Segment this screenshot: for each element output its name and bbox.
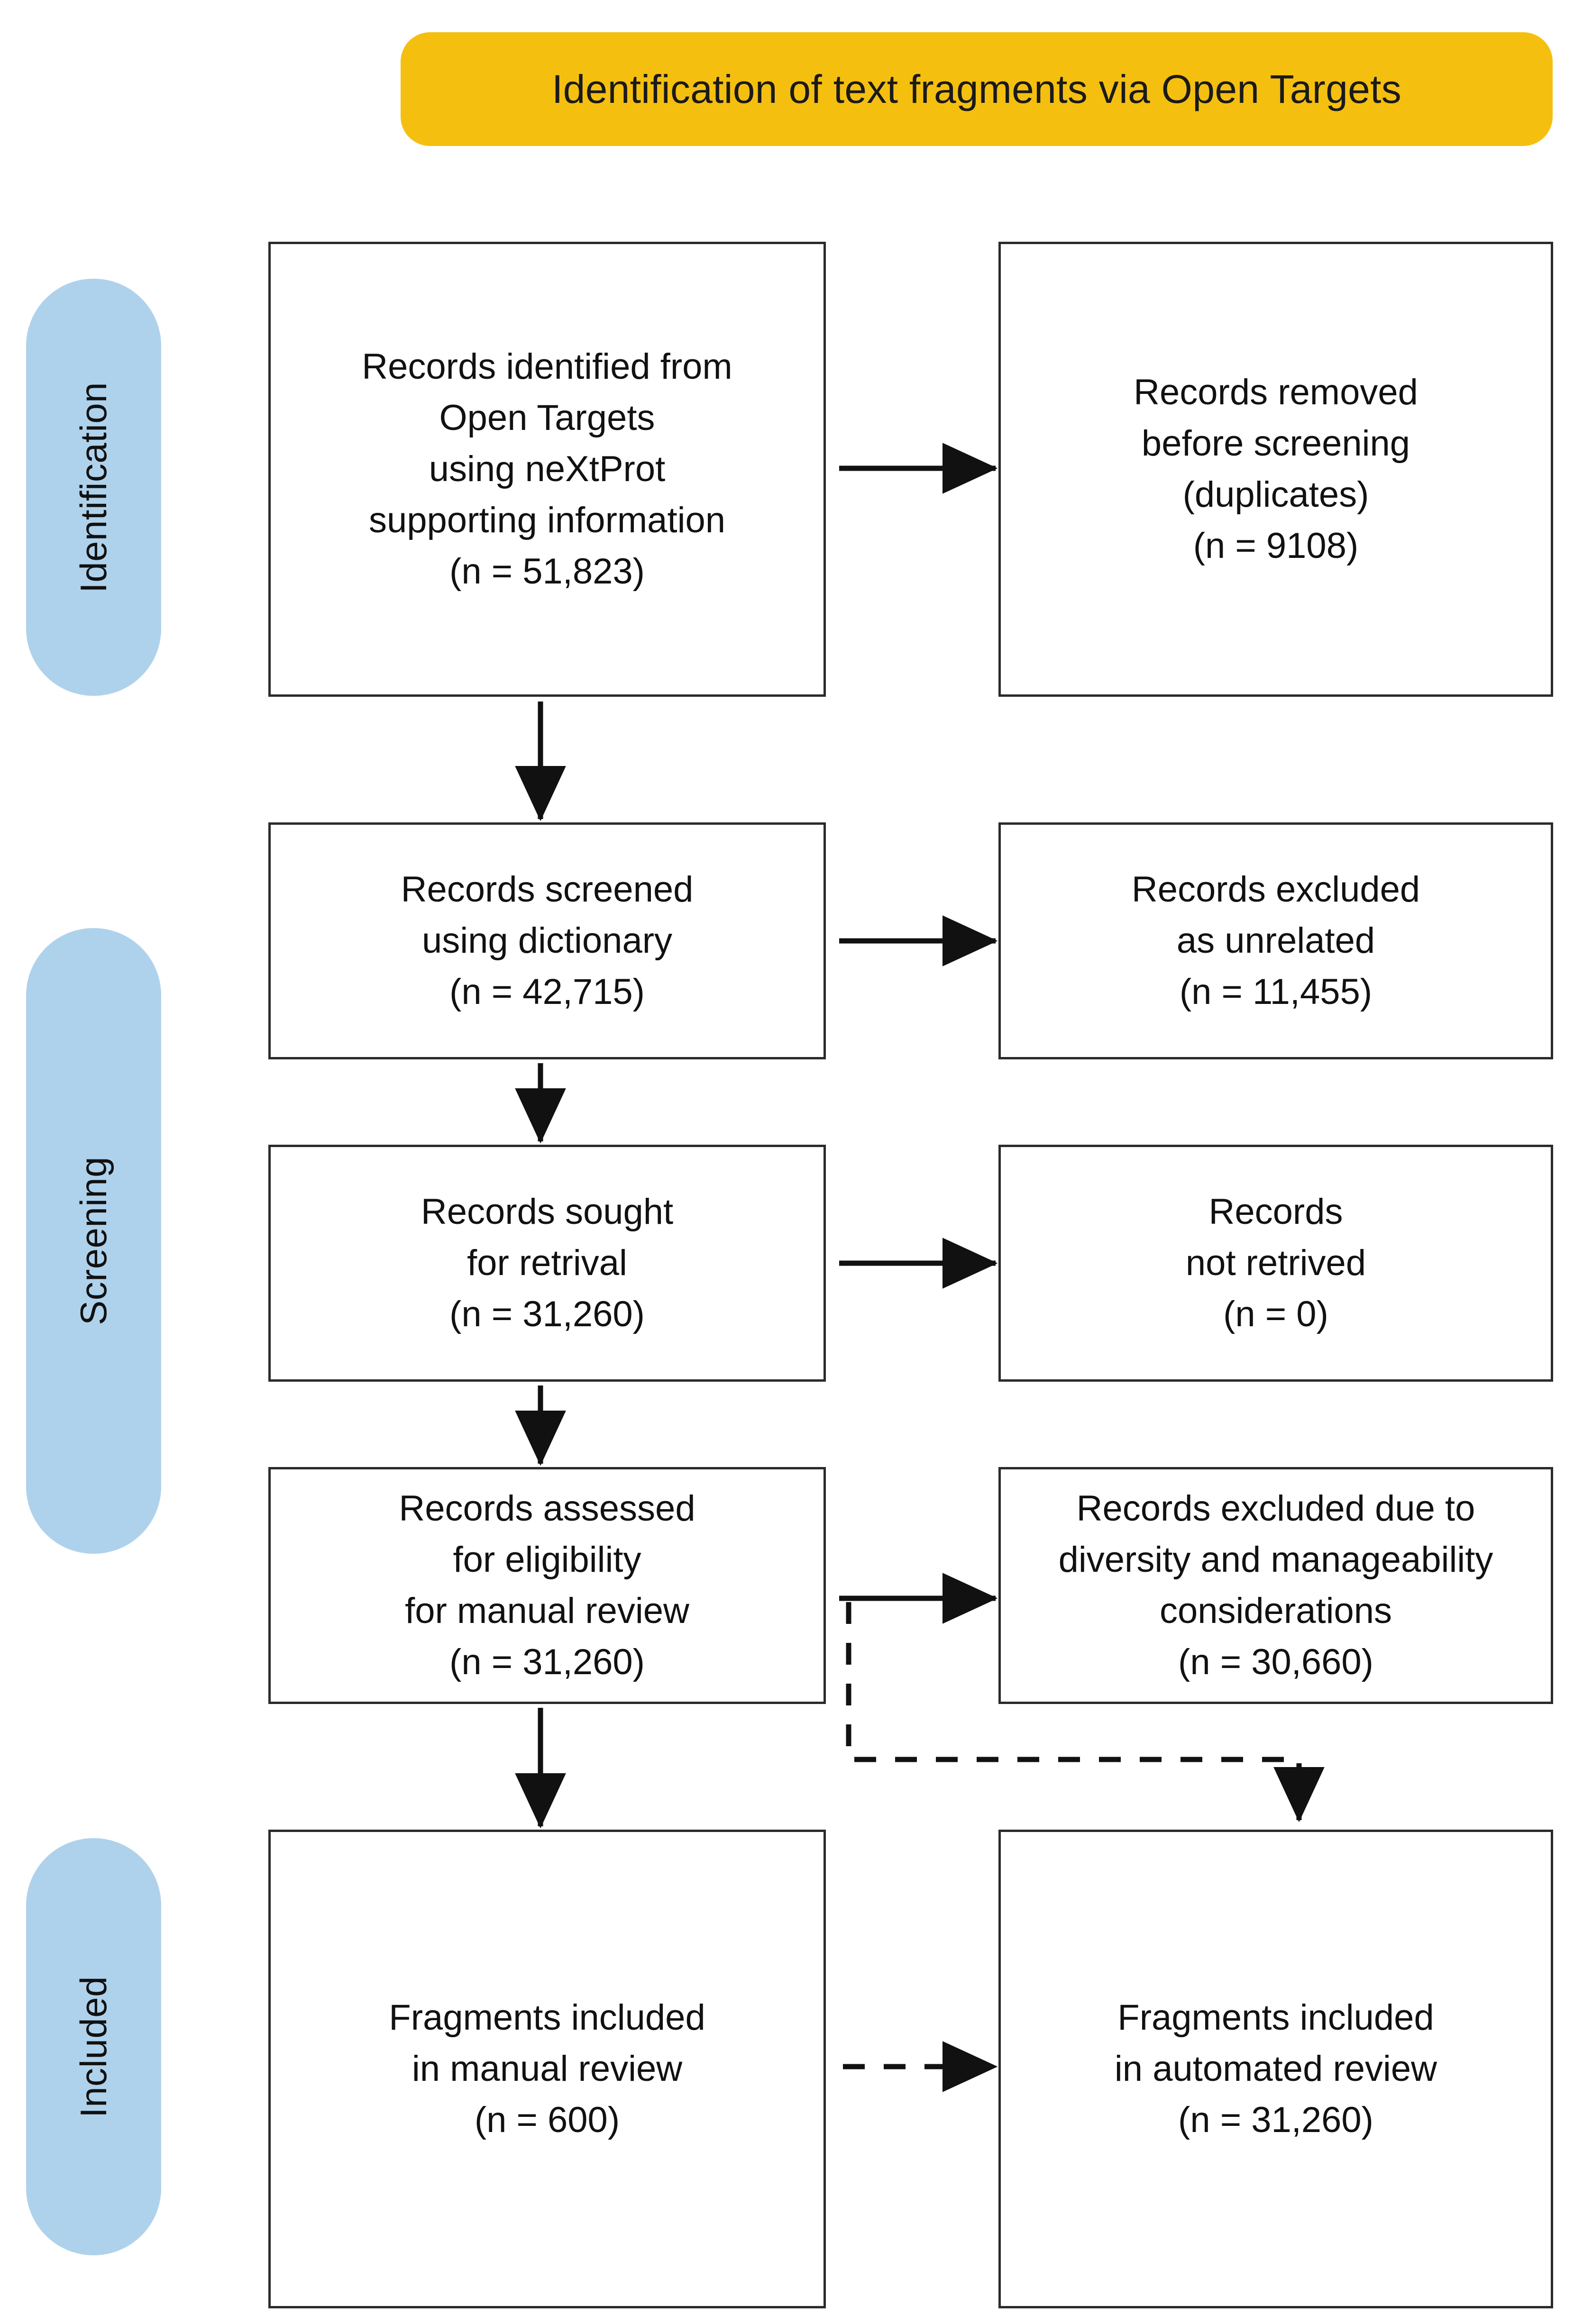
stage-pill-included: Included <box>26 1838 161 2255</box>
box-records-excluded-unrelated-text: Records excluded as unrelated (n = 11,45… <box>1131 869 1420 1012</box>
diagram-title-text: Identification of text fragments via Ope… <box>551 66 1402 111</box>
box-records-removed-text: Records removed before screening (duplic… <box>1134 372 1418 566</box>
box-fragments-automated-review-text: Fragments included in automated review (… <box>1114 1997 1437 2140</box>
box-records-assessed: Records assessed for eligibility for man… <box>268 1467 826 1704</box>
box-records-not-retrieved-text: Records not retrived (n = 0) <box>1185 1192 1366 1334</box>
box-records-removed: Records removed before screening (duplic… <box>998 242 1553 697</box>
box-records-identified: Records identified from Open Targets usi… <box>268 242 826 697</box>
box-fragments-manual-review: Fragments included in manual review (n =… <box>268 1830 826 2308</box>
stage-pill-screening: Screening <box>26 928 161 1554</box>
box-records-assessed-text: Records assessed for eligibility for man… <box>399 1488 695 1682</box>
stage-label-identification: Identification <box>73 382 114 593</box>
box-records-excluded-diversity-text: Records excluded due to diversity and ma… <box>1058 1488 1493 1682</box>
box-fragments-manual-review-text: Fragments included in manual review (n =… <box>389 1997 705 2140</box>
box-records-excluded-diversity: Records excluded due to diversity and ma… <box>998 1467 1553 1704</box>
box-fragments-automated-review: Fragments included in automated review (… <box>998 1830 1553 2308</box>
stage-label-included: Included <box>73 1976 114 2118</box>
stage-label-screening: Screening <box>73 1157 114 1325</box>
stage-pill-identification: Identification <box>26 279 161 696</box>
box-records-not-retrieved: Records not retrived (n = 0) <box>998 1145 1553 1382</box>
box-records-sought: Records sought for retrival (n = 31,260) <box>268 1145 826 1382</box>
box-records-excluded-unrelated: Records excluded as unrelated (n = 11,45… <box>998 822 1553 1059</box>
box-records-sought-text: Records sought for retrival (n = 31,260) <box>421 1192 674 1334</box>
box-records-screened: Records screened using dictionary (n = 4… <box>268 822 826 1059</box>
box-records-identified-text: Records identified from Open Targets usi… <box>362 346 732 592</box>
box-records-screened-text: Records screened using dictionary (n = 4… <box>401 869 694 1012</box>
diagram-title-banner: Identification of text fragments via Ope… <box>401 32 1553 146</box>
